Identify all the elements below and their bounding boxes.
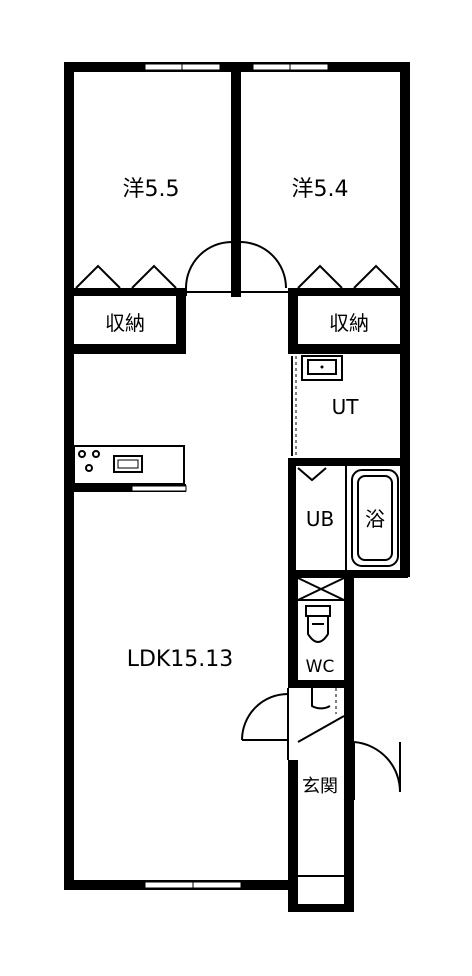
kitchen [73, 445, 185, 485]
closet-marks [75, 264, 399, 289]
entrance-doors [241, 688, 402, 877]
label-ldk: LDK15.13 [127, 647, 234, 672]
label-bath: 浴 [365, 507, 385, 531]
label-entrance: 玄関 [302, 776, 338, 797]
unit-bath [297, 466, 399, 570]
label-unit-bath: UB [306, 507, 334, 531]
label-utility: UT [332, 395, 360, 419]
room-labels: 洋5.5 洋5.4 収納 収納 UT UB 浴 WC LDK15.13 玄関 [105, 177, 385, 797]
label-western-left: 洋5.5 [123, 177, 180, 202]
label-storage-right: 収納 [329, 311, 369, 335]
label-western-right: 洋5.4 [292, 177, 349, 202]
windows [131, 63, 329, 889]
wc [297, 577, 345, 714]
label-storage-left: 収納 [105, 311, 145, 335]
label-toilet: WC [306, 657, 335, 677]
bedroom-doors [185, 241, 288, 296]
utility-fixtures [291, 355, 343, 456]
